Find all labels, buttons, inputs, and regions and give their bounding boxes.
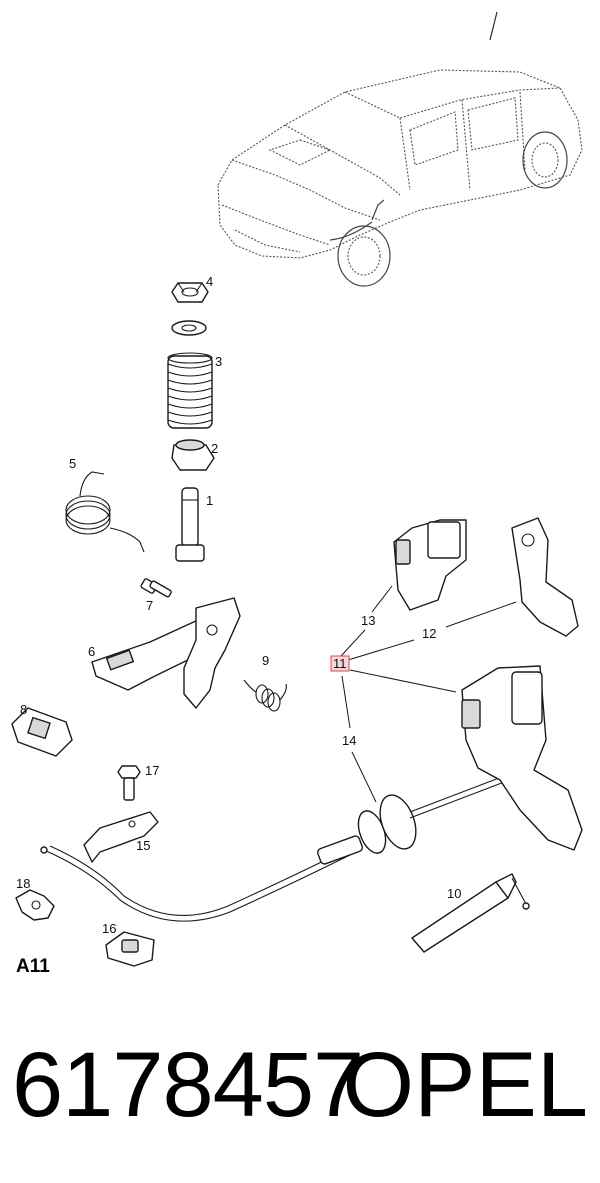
callout-12: 12 — [422, 626, 436, 641]
car-illustration — [217, 11, 583, 287]
part-washer — [171, 320, 207, 336]
part-bushing — [171, 439, 215, 471]
part-cable-bracket — [83, 811, 159, 863]
part-clip-8 — [11, 707, 73, 757]
part-return-spring — [243, 679, 287, 712]
callout-5: 5 — [69, 456, 76, 471]
callout-10: 10 — [447, 886, 461, 901]
part-bolt — [175, 487, 205, 562]
callout-11: 11 — [333, 656, 347, 671]
callout-6: 6 — [88, 644, 95, 659]
part-small-bolt — [140, 578, 172, 598]
callout-13: 13 — [361, 613, 375, 628]
callout-1: 1 — [206, 493, 213, 508]
footer: 6178457 OPEL — [0, 1025, 600, 1155]
callout-4: 4 — [206, 274, 213, 289]
callout-8: 8 — [20, 702, 27, 717]
parts-diagram: 1 2 3 4 5 6 7 8 9 10 11 12 13 14 15 16 1… — [11, 11, 583, 977]
callout-11-highlight — [330, 655, 350, 672]
part-release-lever — [511, 517, 579, 637]
section-code: A11 — [16, 956, 50, 977]
callout-9: 9 — [262, 653, 269, 668]
part-torsion-spring — [65, 471, 145, 553]
part-release-lever-housing — [393, 519, 467, 611]
callout-7: 7 — [146, 598, 153, 613]
part-coil-spring — [167, 352, 213, 429]
part-gas-strut — [411, 873, 530, 953]
leader-lines — [340, 585, 517, 803]
part-nut — [171, 282, 209, 303]
part-release-handle-assembly — [461, 665, 583, 851]
part-bolt-17 — [117, 765, 141, 801]
callout-16: 16 — [102, 921, 116, 936]
part-clip-16 — [105, 931, 155, 967]
callout-3: 3 — [215, 354, 222, 369]
brand-name: OPEL — [342, 1034, 588, 1136]
part-bracket — [91, 597, 241, 709]
callout-15: 15 — [136, 838, 150, 853]
callout-18: 18 — [16, 876, 30, 891]
part-number: 6178457 — [12, 1034, 364, 1136]
callout-14: 14 — [342, 733, 356, 748]
callout-2: 2 — [211, 441, 218, 456]
callout-17: 17 — [145, 763, 159, 778]
part-clip-18 — [15, 889, 55, 921]
callout-labels: 1 2 3 4 5 6 7 8 9 10 11 12 13 14 15 16 1… — [16, 274, 461, 977]
